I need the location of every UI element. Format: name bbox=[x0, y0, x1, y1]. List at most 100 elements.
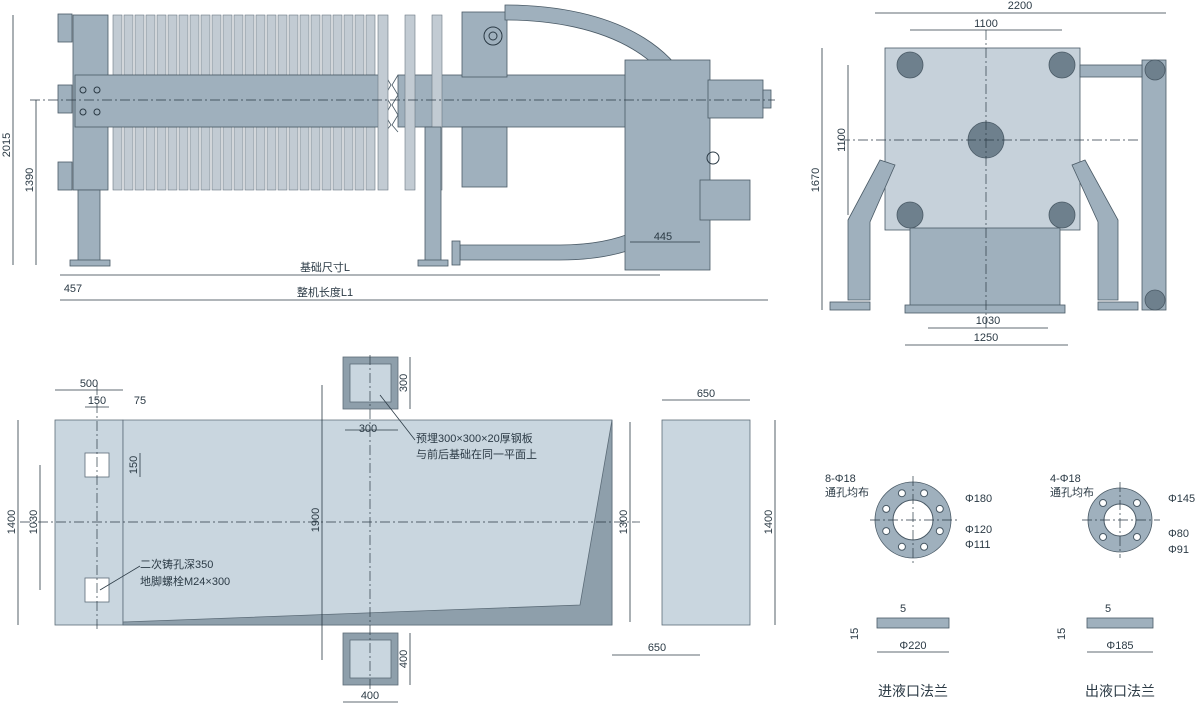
filter-plate bbox=[377, 14, 389, 191]
middle-leg bbox=[424, 126, 442, 264]
bolt-hole bbox=[1132, 499, 1141, 508]
filter-plate bbox=[189, 14, 200, 76]
side-view: 2015 1390 基础尺寸L 整机长度L1 457 445 bbox=[1, 4, 775, 301]
dim-1300: 1300 bbox=[618, 510, 630, 534]
filter-plate bbox=[134, 126, 145, 191]
flange-section bbox=[876, 617, 950, 629]
pressing-plate-bottom bbox=[461, 126, 508, 188]
inlet-d-pcd: Φ120 bbox=[965, 524, 992, 536]
filter-plate bbox=[255, 126, 266, 191]
filter-plate bbox=[343, 14, 354, 76]
tail-frame bbox=[624, 59, 711, 271]
flange-section bbox=[1086, 617, 1154, 629]
outlet-d-inner: Φ91 bbox=[1168, 544, 1189, 556]
outlet-holes-note: 通孔均布 bbox=[1050, 486, 1094, 499]
filter-plate bbox=[112, 126, 123, 191]
filter-plate bbox=[404, 14, 416, 191]
inlet-holes-note: 通孔均布 bbox=[825, 486, 869, 499]
foundation-slope bbox=[122, 419, 613, 626]
filter-plate bbox=[200, 14, 211, 76]
filter-plate bbox=[255, 14, 266, 76]
filter-plate bbox=[321, 126, 332, 191]
dim-2015: 2015 bbox=[1, 133, 13, 157]
inlet-flange: 8-Φ18 通孔均布 Φ180 Φ120 Φ111 5 15 Φ220 进液口法… bbox=[825, 473, 992, 699]
filter-plate bbox=[178, 126, 189, 191]
filter-plate bbox=[167, 14, 178, 76]
bolt-icon bbox=[896, 201, 924, 229]
outlet-thk-15: 15 bbox=[1056, 628, 1068, 640]
middle-foot bbox=[417, 259, 449, 267]
inlet-pipe-mid bbox=[57, 84, 73, 114]
filter-plates-upper bbox=[112, 14, 376, 76]
outlet-d-pcd: Φ80 bbox=[1168, 528, 1189, 540]
filter-plate bbox=[277, 14, 288, 76]
dim-150-side: 150 bbox=[128, 456, 140, 474]
drip-flange bbox=[451, 240, 461, 266]
bolt-hole bbox=[920, 489, 929, 498]
note-bolt: 地脚螺栓M24×300 bbox=[140, 574, 230, 588]
inlet-d-inner: Φ111 bbox=[965, 539, 991, 551]
hydraulic-cylinder bbox=[707, 79, 764, 119]
bolt-icon bbox=[79, 108, 87, 116]
motor bbox=[699, 179, 751, 221]
dim-1390: 1390 bbox=[24, 168, 36, 192]
filter-plates-lower bbox=[112, 126, 376, 191]
bolt-holes bbox=[882, 489, 944, 551]
dim-400-v: 400 bbox=[398, 650, 410, 668]
filter-plate bbox=[156, 14, 167, 76]
filter-plate bbox=[244, 14, 255, 76]
inlet-holes-label: 8-Φ18 bbox=[825, 473, 856, 485]
bolt-hole bbox=[882, 527, 891, 536]
dim-650-right: 650 bbox=[648, 642, 666, 654]
bolt-icon bbox=[1048, 201, 1076, 229]
dim-1100-top: 1100 bbox=[974, 18, 998, 30]
dim-445: 445 bbox=[654, 231, 672, 243]
filter-plate bbox=[134, 14, 145, 76]
head-leg bbox=[77, 189, 101, 263]
inlet-caption: 进液口法兰 bbox=[878, 683, 948, 699]
pressing-plate-top bbox=[461, 11, 508, 78]
inlet-thk-15: 15 bbox=[849, 628, 861, 640]
bolt-icon bbox=[93, 108, 101, 116]
filter-plate bbox=[354, 14, 365, 76]
filter-plate bbox=[156, 126, 167, 191]
gauge-icon bbox=[706, 151, 720, 165]
filter-plate bbox=[332, 126, 343, 191]
bolt-hole bbox=[1099, 499, 1108, 508]
filter-plate bbox=[321, 14, 332, 76]
outlet-thk-5: 5 bbox=[1105, 603, 1111, 615]
bolt-icon bbox=[1048, 51, 1076, 79]
dim-300-top-h: 300 bbox=[359, 423, 377, 435]
filter-plate bbox=[200, 126, 211, 191]
filter-plate bbox=[310, 126, 321, 191]
bolt-icon bbox=[483, 26, 503, 46]
tail-foundation bbox=[661, 419, 751, 626]
dim-1100-side: 1100 bbox=[836, 128, 848, 152]
label-base-L: 基础尺寸L bbox=[300, 260, 350, 274]
note-plate-2: 与前后基础在同一平面上 bbox=[416, 447, 537, 461]
inlet-d-face: Φ220 bbox=[899, 640, 926, 652]
dim-1400-left: 1400 bbox=[6, 510, 18, 534]
left-support-leg bbox=[847, 159, 896, 301]
filter-plate bbox=[332, 14, 343, 76]
filter-plate bbox=[211, 14, 222, 76]
bolt-icon bbox=[79, 86, 87, 94]
right-support-leg bbox=[1071, 159, 1119, 301]
bolt-icon bbox=[488, 31, 498, 41]
inlet-pipe-top bbox=[57, 13, 73, 43]
break-mark-2 bbox=[391, 74, 399, 133]
filter-plate bbox=[365, 14, 376, 76]
dim-300-top-v: 300 bbox=[398, 374, 410, 392]
bolt-icon bbox=[896, 51, 924, 79]
filter-plate bbox=[365, 126, 376, 191]
side-beam-left bbox=[74, 74, 386, 128]
outlet-d-outer: Φ145 bbox=[1168, 493, 1195, 505]
filter-plate bbox=[266, 126, 277, 191]
outlet-flange: 4-Φ18 通孔均布 Φ145 Φ80 Φ91 5 15 Φ185 出液口法兰 bbox=[1050, 473, 1195, 699]
dim-1030-left: 1030 bbox=[28, 510, 40, 534]
bolt-icon bbox=[1144, 289, 1166, 311]
bolt-hole bbox=[920, 542, 929, 551]
end-view: 2200 1100 1100 1670 1030 1250 bbox=[810, 0, 1167, 346]
dim-75: 75 bbox=[134, 395, 146, 407]
